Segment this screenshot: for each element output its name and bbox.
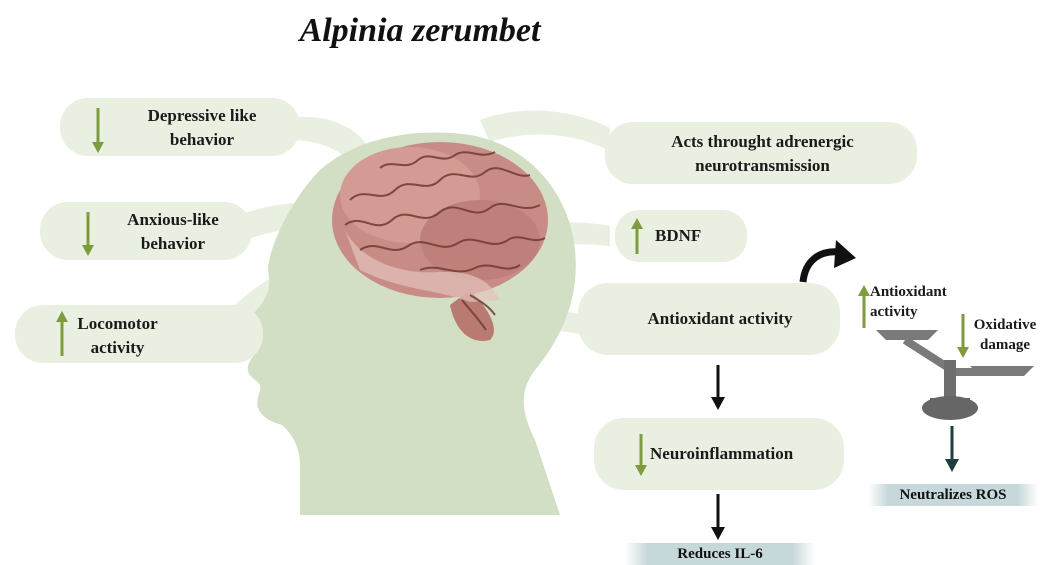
arrow-down-icon	[945, 426, 959, 472]
arrow-up-icon	[858, 285, 870, 328]
band-neutralizes-ros: Neutralizes ROS	[868, 484, 1038, 506]
label-depressive: Depressive like behavior	[112, 104, 292, 152]
arrow-down-icon	[711, 365, 725, 410]
label-neuroinflammation: Neuroinflammation	[650, 442, 830, 466]
label-adrenergic: Acts throught adrenergic neurotransmissi…	[620, 130, 905, 178]
label-bdnf: BDNF	[655, 224, 725, 248]
label-locomotor: Locomotor activity	[70, 312, 165, 360]
label-antioxidant: Antioxidant activity	[600, 307, 840, 331]
curved-arrow-icon	[803, 240, 856, 282]
label-anxious: Anxious-like behavior	[98, 208, 248, 256]
label-balance-antioxidant: Antioxidant activity	[870, 282, 960, 322]
label-balance-oxidative: Oxidative damage	[970, 315, 1040, 355]
arrow-down-icon	[711, 494, 725, 540]
band-reduces-il6: Reduces IL-6	[625, 543, 815, 565]
